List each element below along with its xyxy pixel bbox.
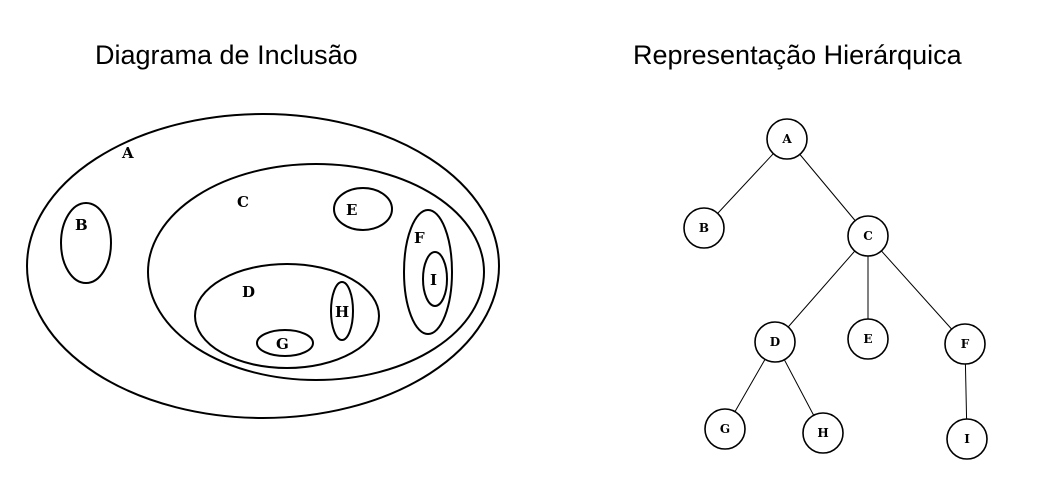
set-I [422, 251, 448, 307]
set-I-label: I [430, 271, 437, 289]
tree-node-G-circle [704, 408, 746, 450]
hierarchy-tree: A B C D E F G H [683, 118, 988, 460]
set-B-label: B [75, 216, 88, 234]
set-F-label: F [414, 229, 425, 247]
set-B [60, 202, 112, 284]
tree-node-A-label: A [781, 132, 792, 146]
tree-node-E-circle [847, 318, 889, 360]
set-G [256, 329, 314, 357]
tree-node-A-circle [766, 118, 808, 160]
set-H [330, 281, 354, 341]
set-H-label: H [335, 303, 349, 321]
set-A-label: A [121, 144, 134, 162]
tree-node-H-circle [802, 412, 844, 454]
set-E-label: E [346, 201, 357, 219]
set-D-label: D [242, 283, 255, 301]
tree-node-H-label: H [817, 426, 828, 440]
tree-node-C: C [847, 215, 889, 257]
tree-node-I-circle [946, 418, 988, 460]
tree-node-G-label: G [720, 422, 730, 436]
set-D [194, 263, 380, 369]
tree-node-B-circle [683, 207, 725, 249]
tree-node-D-label: D [770, 335, 780, 349]
edge-C-D [774, 235, 869, 343]
set-C [147, 163, 485, 381]
tree-node-D-circle [754, 321, 796, 363]
edge-C-F [867, 235, 966, 345]
tree-node-H: H [802, 412, 844, 454]
tree-node-C-label: C [863, 229, 873, 243]
tree-node-E-label: E [863, 332, 872, 346]
tree-node-I-label: I [964, 432, 970, 446]
tree-edges [703, 138, 968, 440]
tree-node-F-circle [944, 323, 986, 365]
tree-node-D: D [754, 321, 796, 363]
set-A [26, 113, 500, 419]
tree-node-B: B [683, 207, 725, 249]
set-C-label: C [237, 193, 249, 211]
tree-node-A: A [766, 118, 808, 160]
inclusion-diagram-title: Diagrama de Inclusão [95, 40, 358, 70]
tree-node-I: I [946, 418, 988, 460]
inclusion-diagram: A B C D E F G H I [26, 113, 500, 419]
set-F [403, 209, 453, 335]
hierarchy-title: Representação Hierárquica [633, 40, 962, 70]
tree-node-C-circle [847, 215, 889, 257]
set-E [333, 187, 393, 231]
set-G-label: G [276, 335, 289, 353]
tree-node-F: F [944, 323, 986, 365]
tree-node-B-label: B [699, 221, 709, 235]
tree-node-F-label: F [961, 337, 970, 351]
tree-node-E: E [847, 318, 889, 360]
tree-node-G: G [704, 408, 746, 450]
edge-A-C [786, 138, 869, 237]
